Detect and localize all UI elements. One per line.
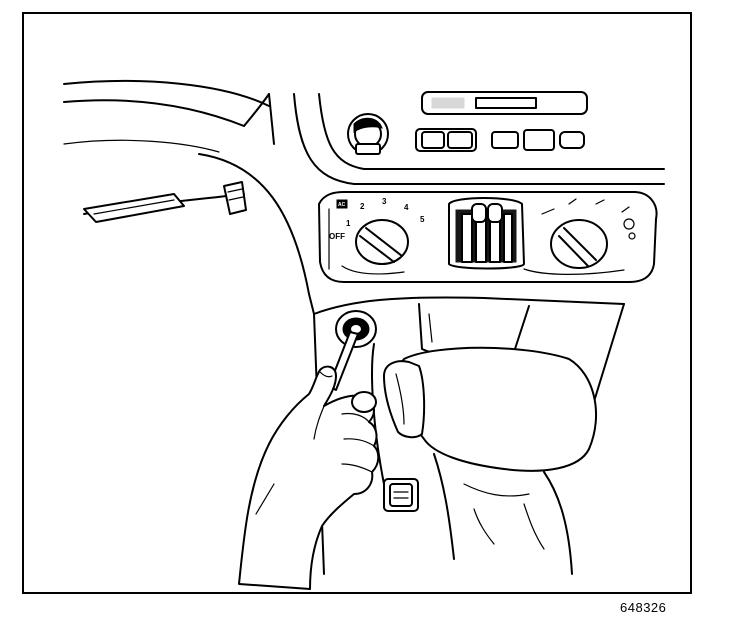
dial-label-3: 3 (382, 197, 387, 206)
mode-dial (542, 199, 635, 268)
dial-label-2: 2 (360, 202, 365, 211)
dial-label-off: OFF (329, 232, 345, 241)
dial-label-4: 4 (404, 203, 409, 212)
hand-on-key (239, 367, 378, 589)
air-vent-left (84, 182, 246, 222)
center-console-outline (199, 94, 664, 574)
dashboard-illustration: OFF 1 2 3 4 5 AC (24, 14, 690, 592)
gear-shift (384, 348, 596, 574)
figure-number: 648326 (620, 600, 667, 615)
illustration-frame: OFF 1 2 3 4 5 AC (22, 12, 692, 594)
ac-label: AC (338, 202, 346, 208)
dial-label-5: 5 (420, 215, 425, 224)
radio-unit (348, 92, 587, 154)
ignition-switch (329, 311, 376, 390)
dial-label-1: 1 (346, 219, 351, 228)
temperature-sliders (449, 198, 524, 269)
traction-button (384, 479, 418, 511)
fan-speed-dial: OFF 1 2 3 4 5 AC (329, 197, 425, 264)
